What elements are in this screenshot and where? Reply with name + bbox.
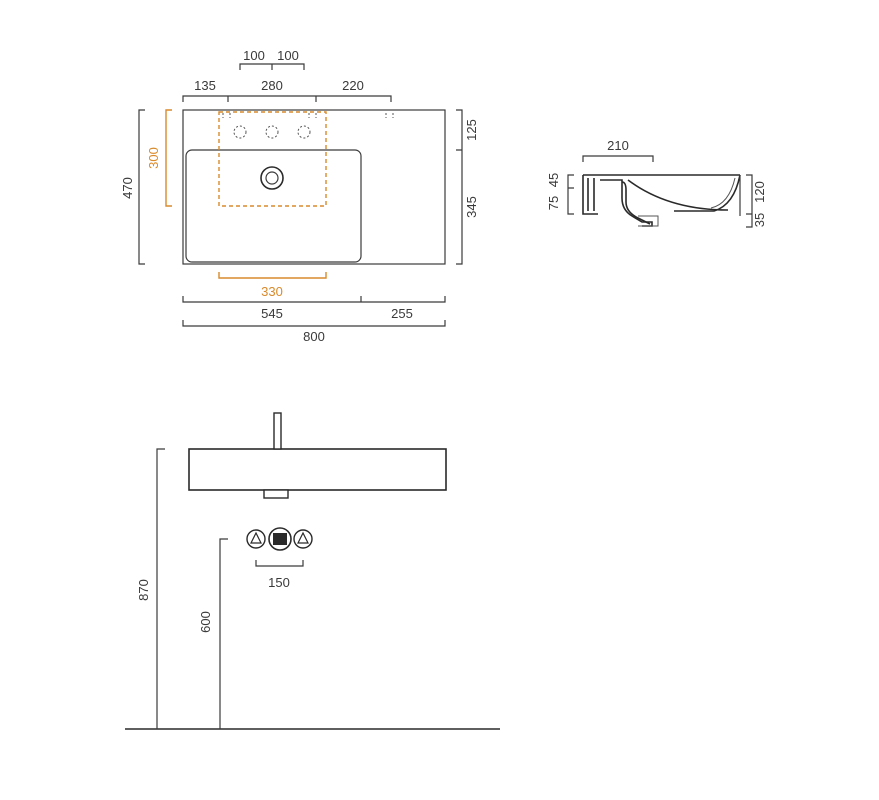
valve-left-icon [246,529,266,549]
top-basin [185,149,362,263]
faucet-icon [273,412,282,450]
dim-depth-front: 345 [464,196,479,218]
top-view: 100 100 135 280 220 470 300 125 345 330 … [120,48,479,344]
drain-outer-icon [260,166,284,190]
dim-left-edge: 135 [194,78,216,93]
front-view: 150 870 600 [125,412,500,730]
dim-depth-back: 125 [464,119,479,141]
tap-hole-center-icon [265,125,279,139]
dim-hole-left: 100 [243,48,265,63]
dim-h35: 35 [752,213,767,227]
valve-center-icon [268,527,292,551]
dim-basin-depth: 300 [146,147,161,169]
valve-right-icon [293,529,313,549]
drain-inner-icon [265,171,279,185]
dim-inner-width: 210 [607,138,629,153]
section-view: 210 45 75 120 35 [546,138,767,228]
top-outline [182,109,446,265]
dim-hole-right: 100 [277,48,299,63]
dim-right-deck: 220 [342,78,364,93]
tap-area-outline [218,111,327,207]
dim-total-width: 800 [303,329,325,344]
dim-deck-side: 255 [391,306,413,321]
dim-basin-side: 545 [261,306,283,321]
dim-install-height: 870 [136,579,151,601]
dim-tap-span: 280 [261,78,283,93]
dim-h45: 45 [546,173,561,187]
tap-hole-left-icon [233,125,247,139]
dim-h75: 75 [546,196,561,210]
dim-total-depth: 470 [120,177,135,199]
dim-basin-width: 330 [261,284,283,299]
tap-hole-right-icon [297,125,311,139]
front-basin [188,448,447,491]
drain-trap-icon [263,489,289,499]
dim-supply-height: 600 [198,611,213,633]
dim-h120: 120 [752,181,767,203]
dim-valve-spacing: 150 [268,575,290,590]
